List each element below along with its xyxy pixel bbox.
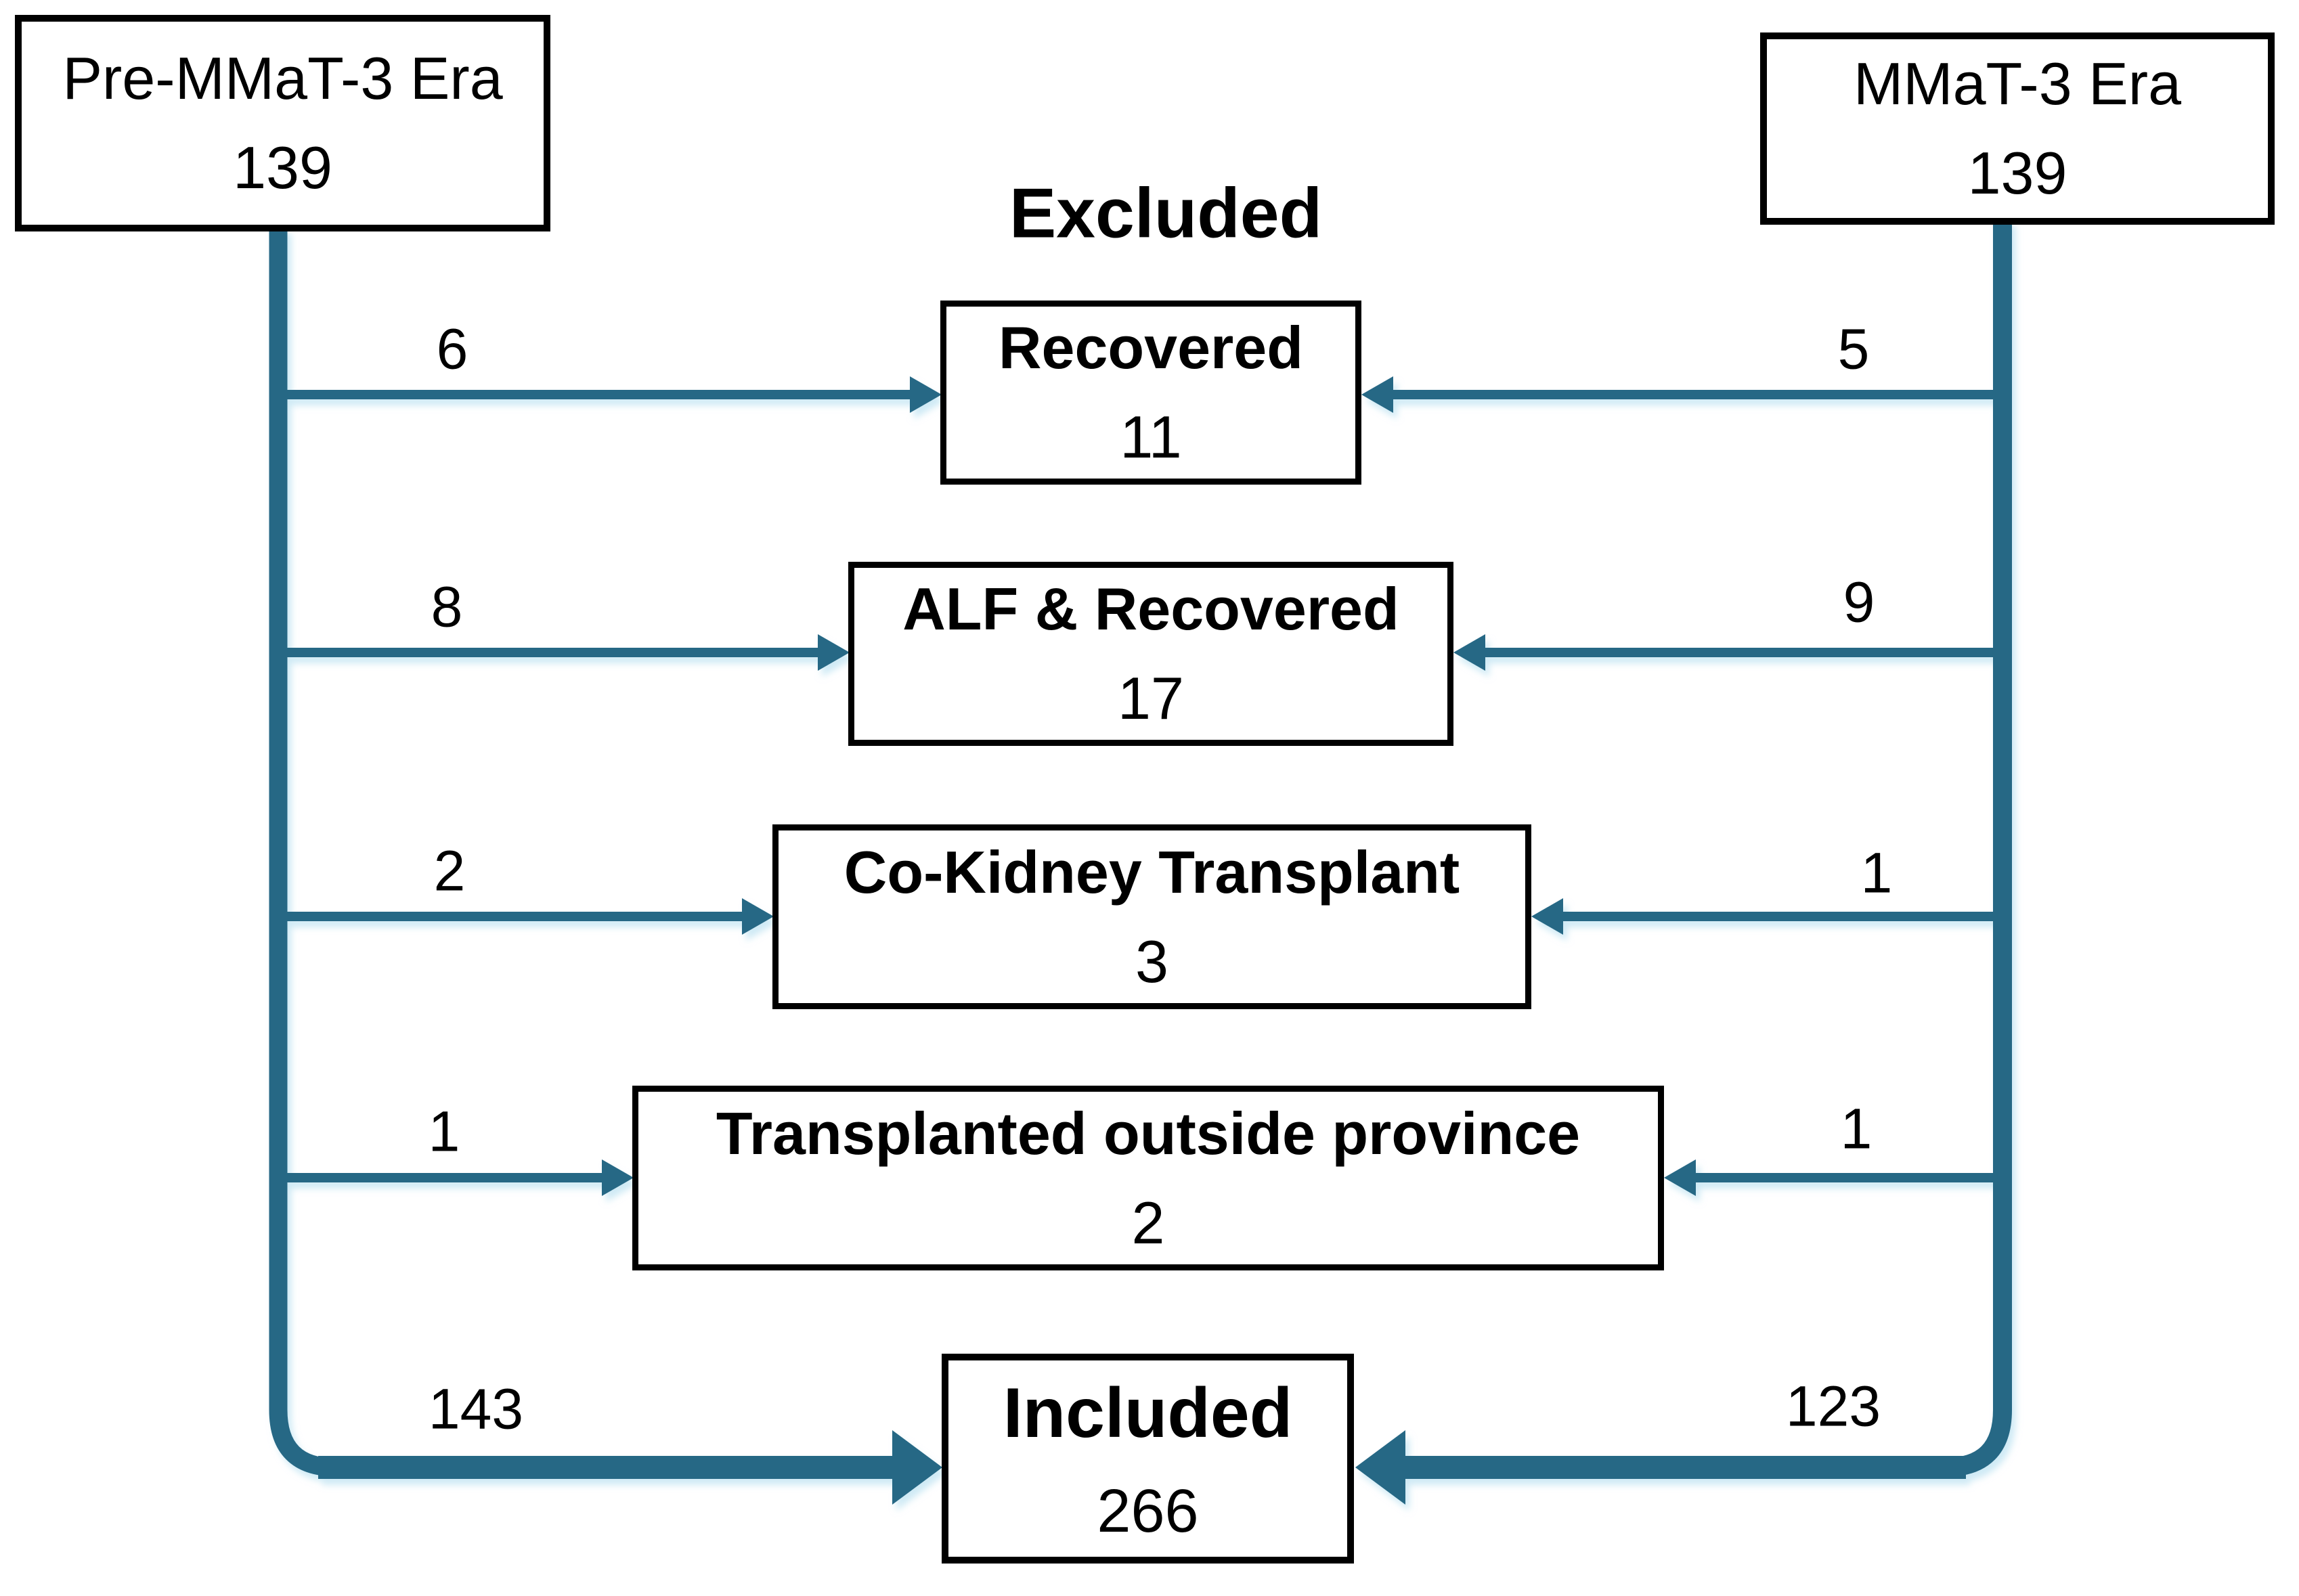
arrow-shaft-left-included <box>318 1456 894 1479</box>
excluded-box-alf-recovered: ALF & Recovered 17 <box>848 562 1453 746</box>
excluded-box-outside-province: Transplanted outside province 2 <box>632 1086 1664 1270</box>
arrow-shaft-right-cokidney <box>1562 912 1996 921</box>
arrowhead-left-outside <box>602 1159 634 1196</box>
arrow-shaft-right-alf <box>1484 648 1996 657</box>
included-label: Included <box>1003 1373 1293 1453</box>
source-box-pre-mmat3: Pre-MMaT-3 Era 139 <box>15 15 550 231</box>
flow-count-right-included: 123 <box>1785 1374 1881 1438</box>
source-count: 139 <box>1967 139 2067 206</box>
flow-count-left-included: 143 <box>428 1377 524 1441</box>
flow-count-right-outside: 1 <box>1840 1096 1873 1161</box>
arrow-shaft-left-recovered <box>287 390 911 399</box>
included-total: 266 <box>1097 1477 1199 1545</box>
excluded-label: Co-Kidney Transplant <box>844 838 1460 906</box>
arrowhead-left-cokidney <box>742 898 774 935</box>
arrowhead-right-cokidney <box>1531 898 1563 935</box>
excluded-label: ALF & Recovered <box>902 575 1399 642</box>
arrowhead-right-included <box>1355 1430 1405 1505</box>
flow-count-left-cokidney: 2 <box>433 839 466 903</box>
excluded-box-co-kidney: Co-Kidney Transplant 3 <box>772 824 1531 1009</box>
arrow-shaft-right-included <box>1404 1456 1966 1479</box>
arrow-shaft-left-alf <box>287 648 819 657</box>
flow-count-left-recovered: 6 <box>436 317 468 381</box>
excluded-total: 2 <box>1131 1189 1165 1256</box>
arrow-shaft-right-outside <box>1694 1173 1996 1182</box>
flow-count-right-recovered: 5 <box>1837 317 1870 381</box>
source-box-mmat3: MMaT-3 Era 139 <box>1760 32 2275 225</box>
excluded-label: Transplanted outside province <box>716 1099 1581 1167</box>
arrowhead-right-outside <box>1664 1159 1696 1196</box>
excluded-total: 3 <box>1135 927 1168 995</box>
left-rail <box>269 227 366 1477</box>
flow-count-left-outside: 1 <box>428 1099 460 1163</box>
excluded-heading: Excluded <box>1009 174 1323 253</box>
flow-count-right-alf: 9 <box>1843 570 1875 634</box>
included-box: Included 266 <box>942 1354 1354 1564</box>
arrowhead-right-recovered <box>1361 376 1393 413</box>
source-label: Pre-MMaT-3 Era <box>62 45 503 112</box>
flow-count-right-cokidney: 1 <box>1860 841 1893 905</box>
arrowhead-left-included <box>892 1430 942 1505</box>
arrow-shaft-left-outside <box>287 1173 603 1182</box>
arrowhead-left-recovered <box>910 376 942 413</box>
flow-count-left-alf: 8 <box>431 575 463 639</box>
excluded-label: Recovered <box>998 314 1303 381</box>
excluded-box-recovered: Recovered 11 <box>940 301 1361 485</box>
arrowhead-left-alf <box>818 634 850 671</box>
arrowhead-right-alf <box>1453 634 1485 671</box>
excluded-total: 11 <box>1120 403 1182 470</box>
source-label: MMaT-3 Era <box>1853 50 2182 117</box>
right-rail <box>1916 219 2012 1477</box>
arrow-shaft-right-recovered <box>1392 390 1996 399</box>
source-count: 139 <box>233 134 332 201</box>
arrow-shaft-left-cokidney <box>287 912 743 921</box>
excluded-total: 17 <box>1118 665 1184 732</box>
